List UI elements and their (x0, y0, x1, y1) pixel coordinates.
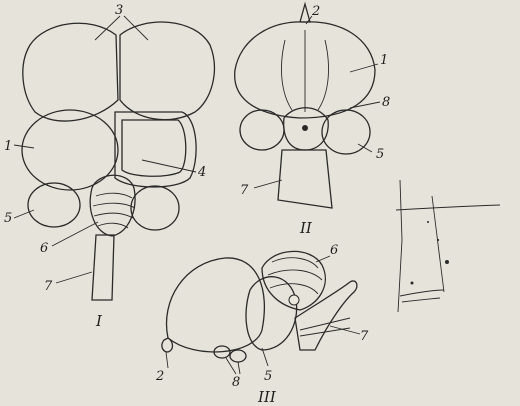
view2-medulla (278, 150, 332, 208)
view3-olfactory-bulb (162, 338, 173, 352)
margin-sketch (396, 180, 500, 312)
view2-olfactory-tip (300, 4, 310, 22)
view2-label-8: 8 (382, 95, 390, 110)
view3-pituitary-b (230, 350, 246, 362)
view3-numeral: III (257, 388, 277, 406)
view2-label-7: 7 (240, 183, 249, 198)
view1-spinal-cord (92, 235, 114, 300)
view1-right-hemisphere (120, 22, 214, 120)
view1-right-lateral-lobe (131, 186, 179, 230)
view2-label-5: 5 (376, 147, 384, 162)
view2-label-2: 2 (311, 4, 320, 19)
view3-spinal-cord (295, 281, 357, 350)
view1-label-5: 5 (4, 211, 12, 226)
view-1-dorsal: 3 1 4 5 6 7 I (4, 3, 214, 330)
view1-label-7: 7 (44, 279, 53, 294)
view2-right-lobe (322, 110, 370, 154)
view3-label-7: 7 (360, 329, 369, 344)
view2-numeral: II (299, 219, 313, 237)
view3-label-8: 8 (232, 375, 240, 390)
view1-label-3: 3 (115, 3, 123, 18)
view1-left-optic-lobe (22, 110, 118, 190)
view1-label-4: 4 (197, 165, 206, 180)
view1-left-lateral-lobe (28, 183, 80, 227)
view-3-lateral: 6 7 2 8 5 III (155, 243, 369, 406)
view3-label-5: 5 (264, 369, 272, 384)
view-2-ventral: 2 1 8 5 7 II (235, 4, 391, 237)
view1-label-6: 6 (40, 241, 48, 256)
view1-label-1: 1 (4, 139, 12, 154)
view3-label-2: 2 (155, 369, 164, 384)
view3-label-6: 6 (330, 243, 338, 258)
view2-label-1: 1 (380, 53, 388, 68)
view1-left-hemisphere (23, 23, 118, 121)
view2-left-lobe (240, 110, 284, 150)
view1-numeral: I (95, 312, 103, 330)
